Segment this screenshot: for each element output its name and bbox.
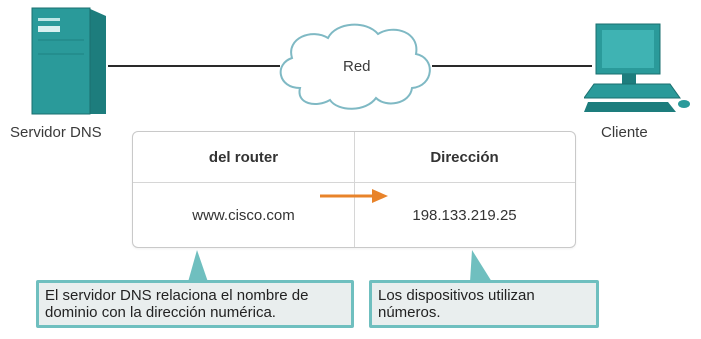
server-label: Servidor DNS [10,124,102,141]
network-label: Red [343,58,371,75]
left-callout-pointer [188,250,208,282]
right-callout: Los dispositivos utilizan números. [369,280,599,328]
right-callout-pointer [470,250,492,282]
client-label: Cliente [601,124,648,141]
mapping-arrow-icon [320,189,388,203]
client-computer-icon [584,23,690,112]
table-divider-vertical [354,132,355,247]
server-icon [31,7,106,115]
dns-mapping-table: del router Dirección www.cisco.com 198.1… [132,131,576,248]
left-callout: El servidor DNS relaciona el nombre de d… [36,280,354,328]
table-header-right: Dirección [430,148,499,166]
table-header-left: del router [208,148,279,166]
table-cell-domain: www.cisco.com [192,206,295,224]
network-cloud-icon [279,23,431,110]
table-cell-address: 198.133.219.25 [412,206,517,224]
